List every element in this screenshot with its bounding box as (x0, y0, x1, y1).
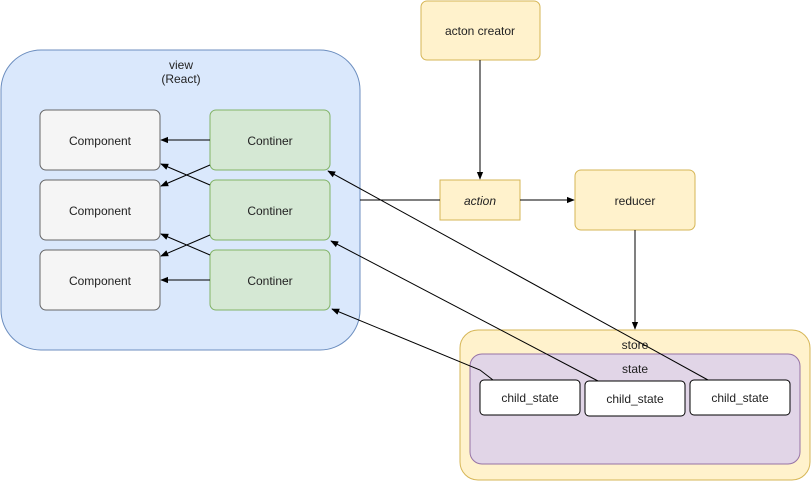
component-node: Component (39, 109, 161, 171)
container-label: Continer (247, 134, 292, 148)
view-title: view (169, 58, 193, 72)
component-node: Component (39, 179, 161, 241)
component-node: Component (39, 249, 161, 311)
edge-container-to-component (160, 234, 211, 257)
edge-child-state-to-container (331, 308, 494, 381)
container-label: Continer (247, 274, 292, 288)
child-state-label: child_state (711, 391, 769, 405)
container-node: Continer (209, 249, 331, 311)
child-state-label: child_state (501, 391, 559, 405)
child-state-node: child_state (479, 379, 581, 416)
reducer-label: reducer (615, 194, 656, 208)
edge-child-state-to-container (330, 240, 599, 382)
container-label: Continer (247, 204, 292, 218)
view-subtitle: (React) (161, 72, 200, 86)
component-label: Component (69, 274, 132, 288)
edge-container-to-component (160, 233, 211, 256)
edges (160, 60, 709, 382)
action-label: action (464, 194, 496, 208)
edge-container-to-component (160, 163, 211, 186)
reducer-node: reducer (574, 169, 696, 231)
edge-child-state-to-container (327, 170, 709, 381)
state-title: state (622, 362, 648, 376)
action-creator-node: acton creator (420, 0, 541, 61)
container-node: Continer (209, 109, 331, 171)
child-state-node: child_state (689, 379, 791, 416)
store-title: store (622, 338, 649, 352)
component-label: Component (69, 134, 132, 148)
container-node: Continer (209, 179, 331, 241)
child-state-node: child_state (584, 380, 686, 417)
action-node: action (439, 179, 521, 221)
component-label: Component (69, 204, 132, 218)
child-state-label: child_state (606, 392, 664, 406)
edge-container-to-component (160, 164, 211, 187)
action-creator-label: acton creator (445, 24, 515, 38)
